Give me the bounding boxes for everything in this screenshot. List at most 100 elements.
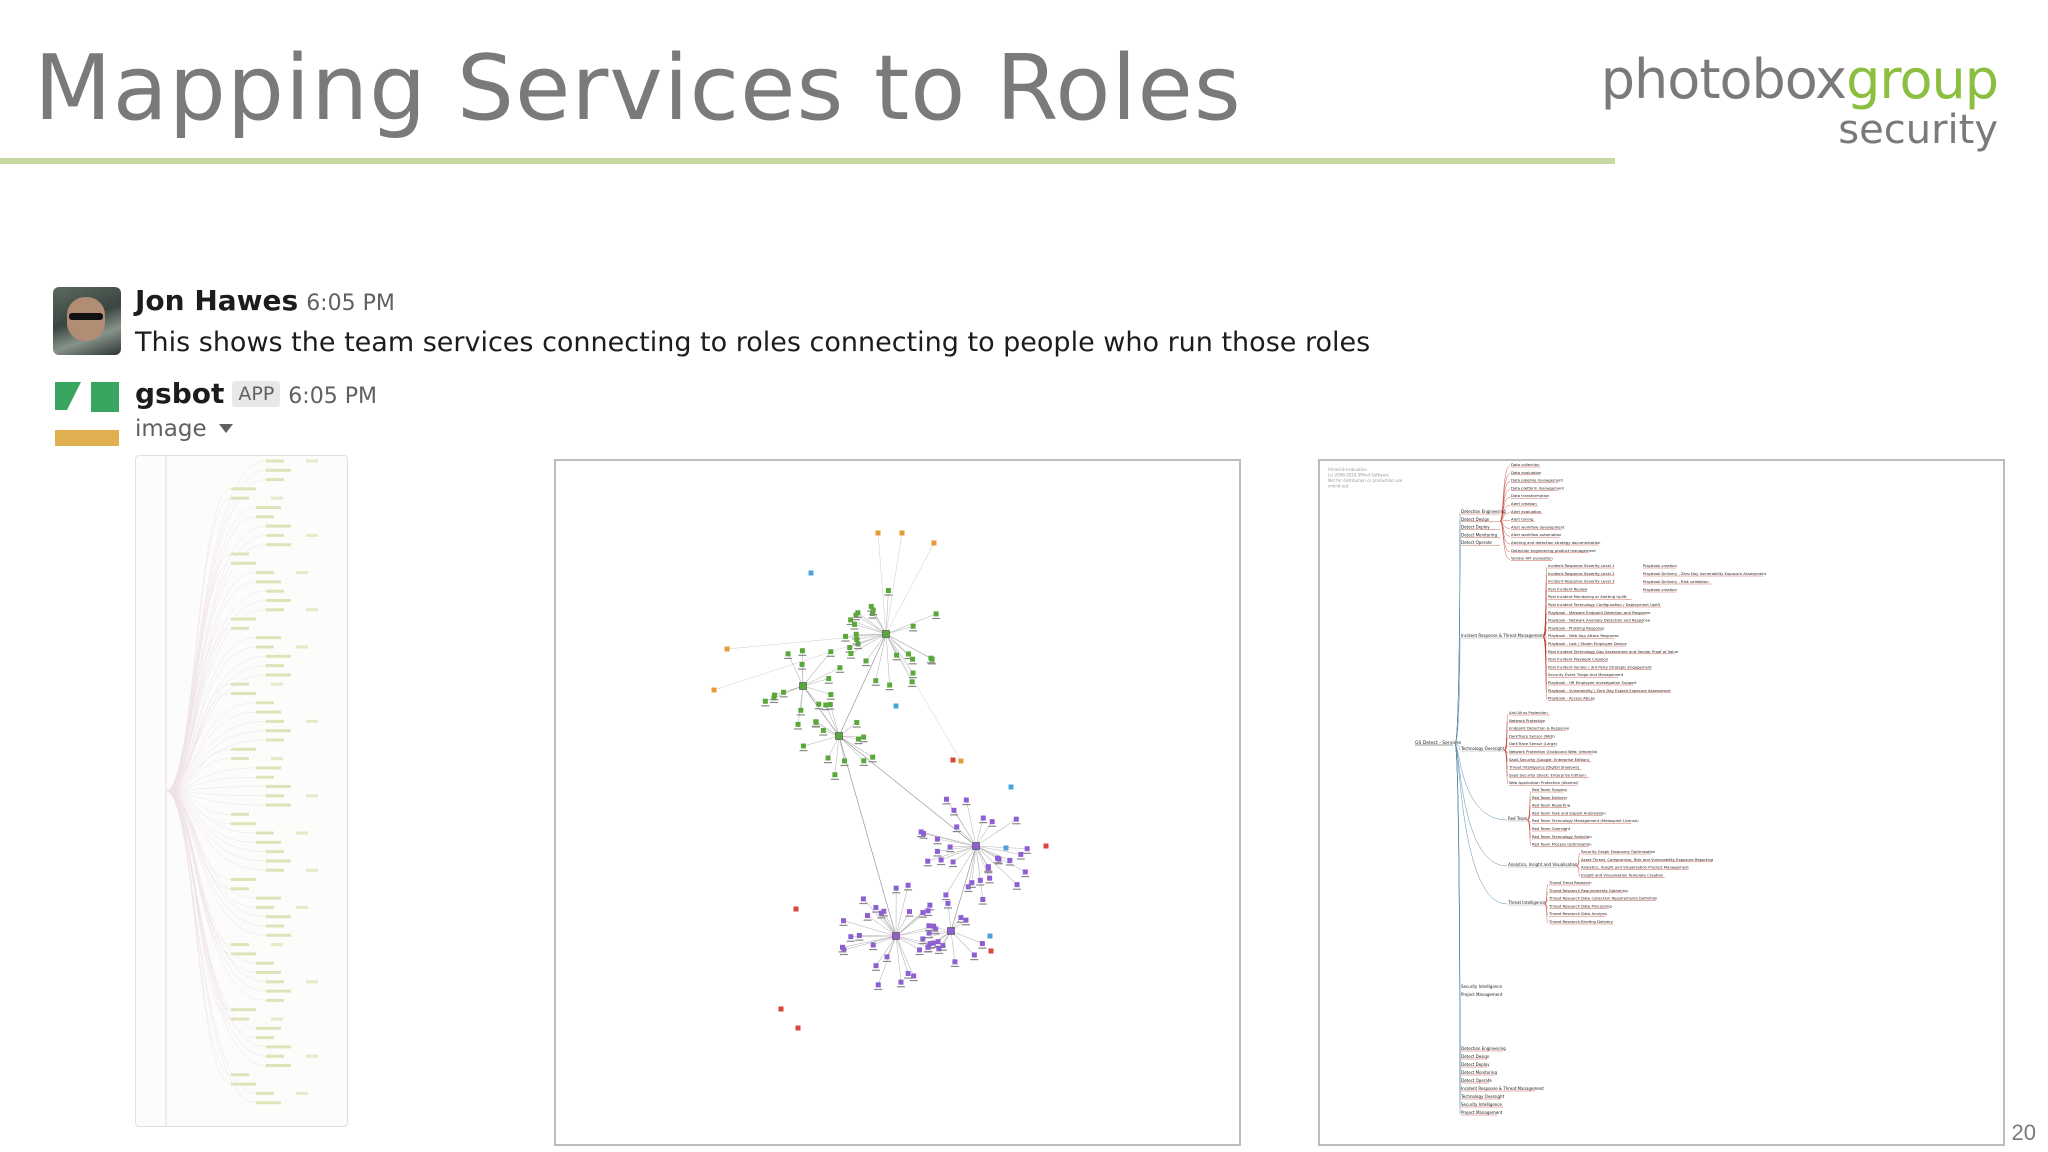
graph-node-label <box>941 898 950 901</box>
overview-node <box>266 459 284 463</box>
graph-node <box>989 819 995 825</box>
author-name[interactable]: Jon Hawes <box>135 284 299 317</box>
tree-leaf: Red Team Task and Exploit Automation <box>1532 810 1606 815</box>
graph-node <box>887 682 893 688</box>
graph-node-label <box>904 977 913 979</box>
graph-node <box>940 943 946 949</box>
overview-node <box>306 533 318 537</box>
graph-node-label <box>988 825 997 827</box>
graph-node-orange <box>724 646 730 652</box>
graph-edge <box>895 935 929 948</box>
graph-node-orange <box>931 540 937 546</box>
graph-edge <box>829 704 840 737</box>
graph-node-label <box>874 988 883 991</box>
overview-link <box>165 749 232 792</box>
tree-link <box>1542 636 1548 700</box>
graph-node <box>917 947 923 953</box>
tree-leaf: Playbook - Lost / Stolen Employee Device <box>1548 641 1627 646</box>
tree-node: Security Intelligence <box>1461 984 1503 989</box>
graph-node <box>980 815 986 821</box>
overview-link <box>165 470 267 792</box>
graph-node <box>816 701 822 707</box>
graph-edge <box>885 633 914 674</box>
tree-leaf: Asset Threat, Compromise, Risk and Vulne… <box>1581 857 1714 862</box>
graph-edge <box>859 935 897 937</box>
overview-link <box>165 776 257 792</box>
graph-edge <box>865 633 887 662</box>
graph-node-label <box>854 647 863 650</box>
graph-node-label <box>938 949 947 951</box>
overview-node <box>266 654 291 658</box>
tree-subleaf: Playbook Delivery - Risk validation <box>1643 579 1709 584</box>
attachment-image-service-tree[interactable]: Xmind 8 evaluation(c) 2006-2018 XMind So… <box>1318 459 2005 1146</box>
graph-node-label <box>943 907 952 909</box>
overview-node <box>266 468 291 472</box>
graph-node-label <box>869 948 878 951</box>
graph-node <box>909 679 915 685</box>
tree-link <box>1499 520 1511 552</box>
tree-leaf: Network Protection (Outbound Web: Umbrel… <box>1509 749 1598 754</box>
overview-node <box>266 868 284 872</box>
overview-node <box>256 766 281 770</box>
overview-node <box>266 673 291 677</box>
graph-node-label <box>867 610 876 612</box>
tree-node: Detect Monitoring <box>1461 532 1497 537</box>
chevron-down-icon[interactable] <box>218 424 233 433</box>
message-time[interactable]: 6:05 PM <box>306 291 395 316</box>
overview-link <box>165 590 267 792</box>
watermark-text: Not for distribution or production use <box>1328 478 1403 483</box>
overview-node <box>266 589 284 593</box>
graph-node <box>825 755 831 761</box>
author-name[interactable]: gsbot <box>135 377 225 410</box>
graph-node <box>987 875 993 881</box>
graph-edge <box>975 818 1017 847</box>
overview-node <box>231 822 256 826</box>
graph-edge <box>797 685 804 725</box>
graph-node-label <box>882 960 891 963</box>
graph-node <box>855 610 861 616</box>
overview-link <box>165 790 257 1094</box>
graph-node-label <box>961 924 970 926</box>
avatar[interactable] <box>53 287 121 355</box>
graph-node-label <box>978 947 987 949</box>
overview-node <box>266 1054 284 1058</box>
overview-node <box>271 1017 283 1021</box>
overview-node <box>231 561 256 565</box>
tree-link <box>1499 512 1511 522</box>
tree-leaf: Insight and Visualisation Template Creat… <box>1581 872 1664 877</box>
tree-leaf: Post Incident Playbook Creation <box>1548 657 1609 662</box>
overview-node <box>231 682 249 686</box>
graph-node-label <box>925 937 934 939</box>
message-time[interactable]: 6:05 PM <box>288 384 377 409</box>
graph-node-label <box>979 822 988 824</box>
graph-node-label <box>929 947 938 949</box>
graph-node-blue <box>1008 784 1014 790</box>
attachment-image-thumbnail[interactable] <box>135 455 348 1127</box>
attachment-label[interactable]: image <box>135 416 233 442</box>
graph-node <box>951 807 957 813</box>
graph-edge <box>875 935 897 966</box>
overview-node <box>306 980 318 984</box>
graph-node <box>971 952 977 958</box>
gsbot-avatar-icon[interactable] <box>53 380 121 448</box>
tree-leaf: Data transformation <box>1511 493 1550 498</box>
graph-edge <box>873 935 897 946</box>
graph-node <box>841 947 847 953</box>
overview-link <box>165 790 257 1103</box>
overview-node <box>266 989 291 993</box>
tree-node: Detect Design <box>1461 517 1490 522</box>
logo-part2: group <box>1846 48 1999 111</box>
attachment-image-network-graph[interactable] <box>554 459 1241 1146</box>
overview-node <box>256 515 274 519</box>
tree-leaf: Data evaluation <box>1511 470 1542 475</box>
graph-node <box>843 633 849 639</box>
service-tree: Xmind 8 evaluation(c) 2006-2018 XMind So… <box>1328 462 1767 1116</box>
tree-link <box>1542 613 1548 638</box>
tree-leaf: Vendor API evaluation <box>1511 556 1553 561</box>
tree-link <box>1503 749 1509 785</box>
graph-node <box>813 719 819 725</box>
graph-edge <box>927 845 977 862</box>
tree-leaf: Security Graph Taxonomy Optimisation <box>1581 849 1656 854</box>
overview-node <box>231 757 249 761</box>
